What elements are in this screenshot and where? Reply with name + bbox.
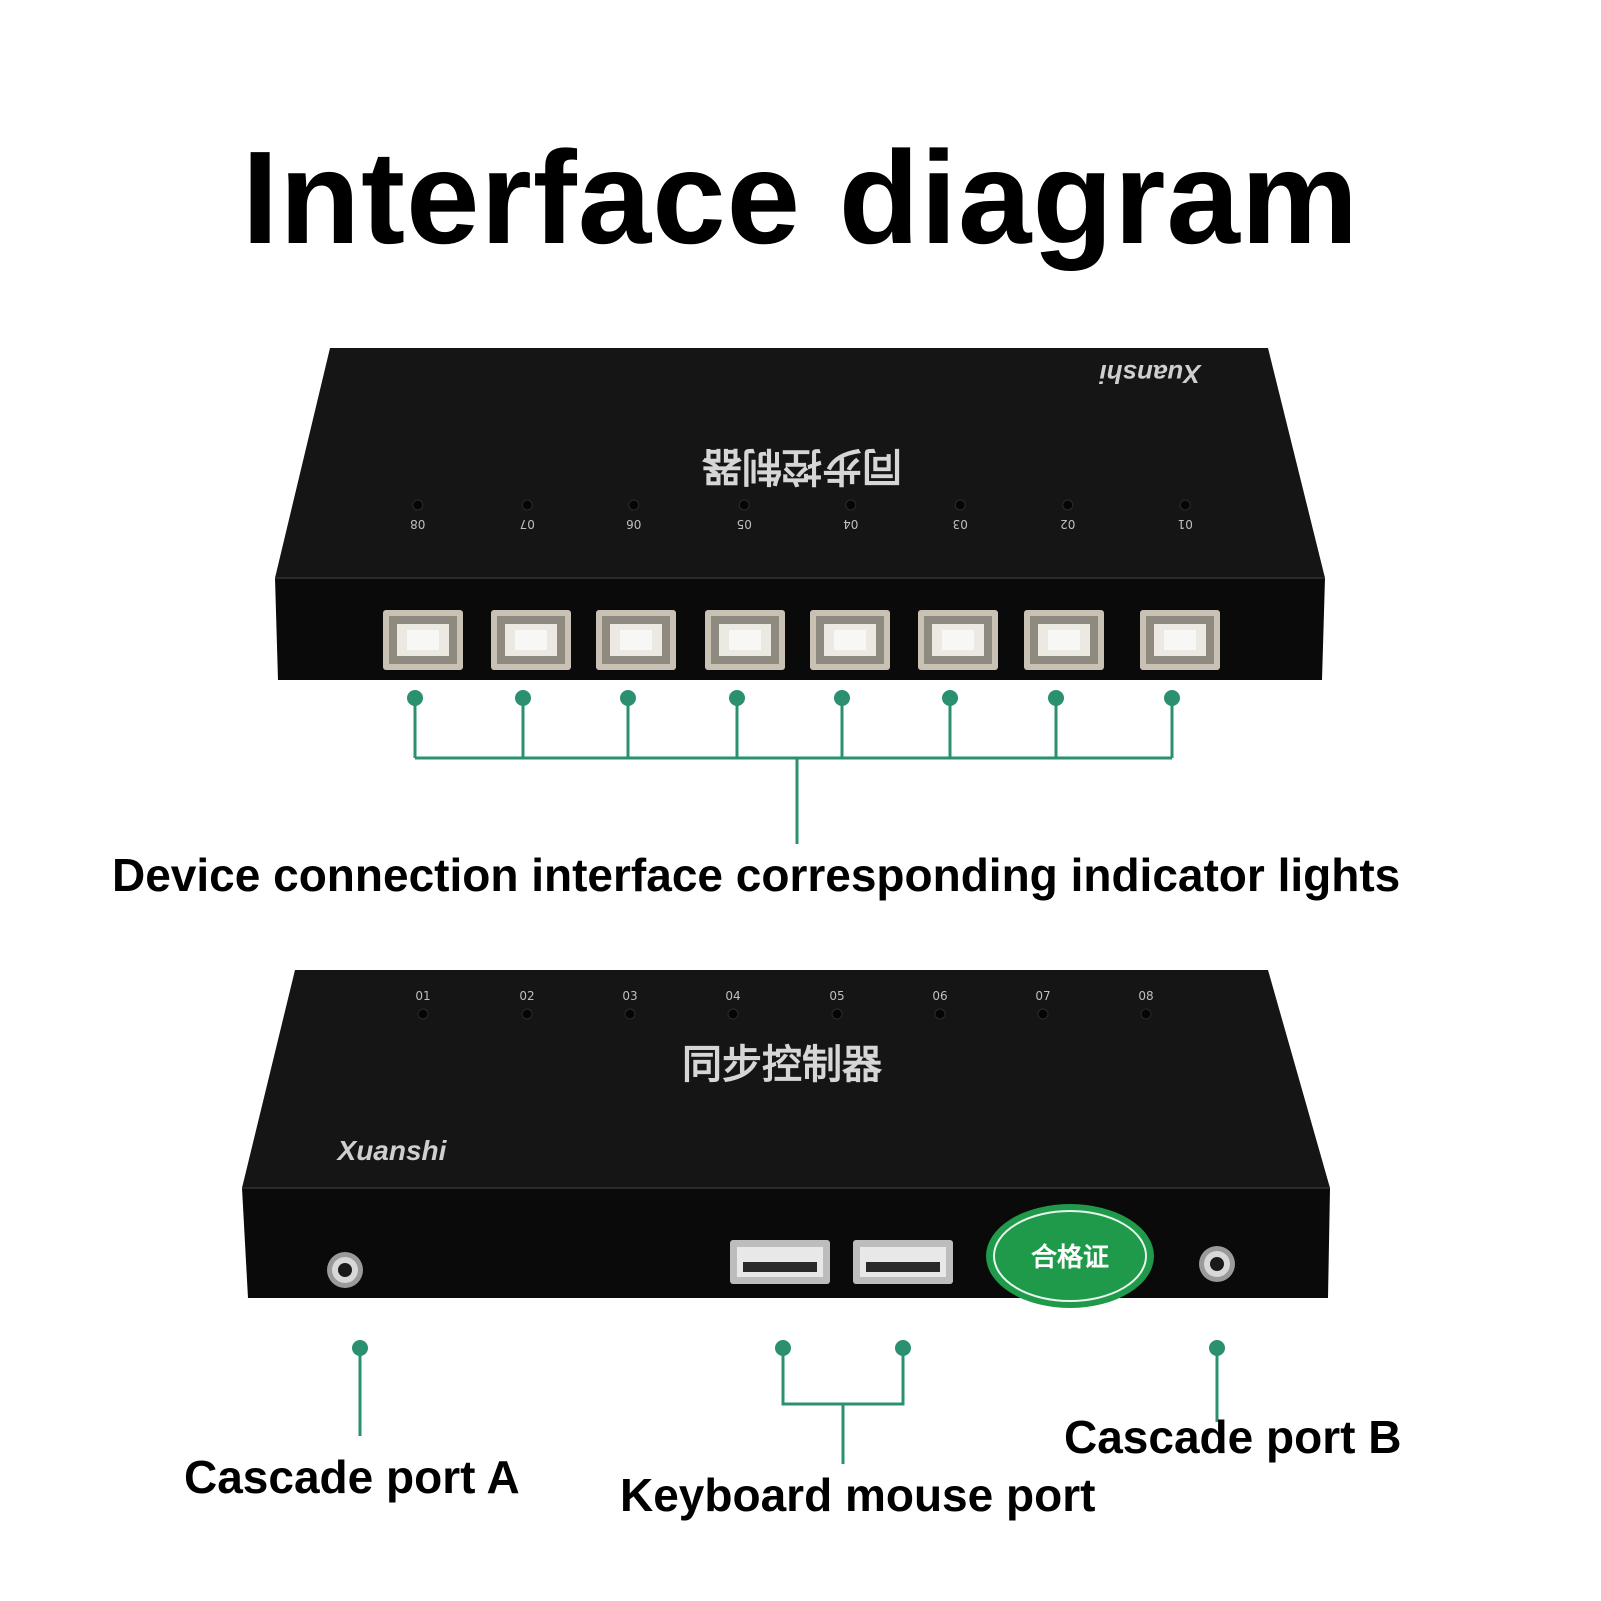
top-device: Xuanshi 同步控制器 08 07 06 05 04 03 02 01: [275, 348, 1325, 680]
cascade-port-a-jack: [327, 1252, 363, 1288]
top-indicator-light-5: [845, 499, 857, 511]
top-indicator-light-7: [1062, 499, 1074, 511]
bottom-indicator-light-8: [1140, 1008, 1152, 1020]
page-title: Interface diagram: [241, 124, 1360, 271]
cascade-port-b-callout: [1209, 1340, 1225, 1422]
top-indicator-lights: 08 07 06 05 04 03 02 01: [410, 499, 1193, 531]
keyboard-mouse-usb-a-port-2: [853, 1240, 953, 1284]
bottom-indicator-label-5: 05: [829, 989, 844, 1003]
top-indicator-label-5: 04: [843, 517, 858, 531]
bottom-indicator-label-4: 04: [725, 989, 740, 1003]
cascade-port-b-jack: [1199, 1246, 1235, 1282]
top-usb-b-port-8: [1140, 610, 1220, 670]
top-indicator-label-1: 08: [410, 517, 425, 531]
top-indicator-label-7: 02: [1060, 517, 1075, 531]
bottom-indicator-light-5: [831, 1008, 843, 1020]
top-usb-b-port-3: [596, 610, 676, 670]
bottom-indicator-light-3: [624, 1008, 636, 1020]
top-indicator-label-3: 06: [626, 517, 641, 531]
top-usb-b-port-2: [491, 610, 571, 670]
cascade-port-a-callout: [352, 1340, 368, 1436]
bottom-indicator-label-7: 07: [1035, 989, 1050, 1003]
cascade-port-b-label: Cascade port B: [1064, 1411, 1402, 1463]
top-indicator-light-1: [412, 499, 424, 511]
top-device-brand: Xuanshi: [1099, 359, 1203, 389]
top-indicator-label-4: 05: [737, 517, 752, 531]
bottom-indicator-label-2: 02: [519, 989, 534, 1003]
top-indicator-label-8: 01: [1178, 517, 1193, 531]
top-indicator-light-8: [1179, 499, 1191, 511]
top-device-model-text: 同步控制器: [701, 443, 902, 489]
top-usb-b-port-5: [810, 610, 890, 670]
certificate-sticker: 合格证: [986, 1204, 1154, 1308]
bottom-device-top-face: [242, 970, 1330, 1188]
cascade-port-a-label: Cascade port A: [184, 1451, 520, 1503]
top-indicator-light-3: [628, 499, 640, 511]
bottom-indicator-lights: 01 02 03 04 05 06 07 08: [415, 989, 1154, 1020]
top-indicator-light-4: [738, 499, 750, 511]
bottom-indicator-label-3: 03: [622, 989, 637, 1003]
bottom-indicator-label-8: 08: [1138, 989, 1153, 1003]
top-indicator-light-6: [954, 499, 966, 511]
bottom-indicator-light-4: [727, 1008, 739, 1020]
top-indicator-label-2: 07: [520, 517, 535, 531]
top-usb-b-port-6: [918, 610, 998, 670]
keyboard-mouse-usb-a-port-1: [730, 1240, 830, 1284]
bottom-indicator-label-1: 01: [415, 989, 430, 1003]
bottom-indicator-light-1: [417, 1008, 429, 1020]
bottom-device-brand: Xuanshi: [336, 1135, 448, 1166]
device-connection-callout: [407, 690, 1180, 844]
top-usb-b-port-1: [383, 610, 463, 670]
top-usb-b-port-7: [1024, 610, 1104, 670]
bottom-indicator-light-6: [934, 1008, 946, 1020]
keyboard-mouse-callout: [775, 1340, 911, 1464]
top-indicator-light-2: [521, 499, 533, 511]
keyboard-mouse-port-label: Keyboard mouse port: [620, 1469, 1096, 1521]
bottom-indicator-light-2: [521, 1008, 533, 1020]
top-usb-b-port-4: [705, 610, 785, 670]
bottom-device: 01 02 03 04 05 06 07 08 同步控制器 Xuanshi 合格证: [242, 970, 1330, 1308]
device-connection-label: Device connection interface correspondin…: [112, 849, 1401, 901]
top-device-top-face: [275, 348, 1325, 578]
top-indicator-label-6: 03: [953, 517, 968, 531]
top-usb-b-ports: [383, 610, 1220, 670]
bottom-indicator-label-6: 06: [932, 989, 947, 1003]
certificate-text: 合格证: [1031, 1242, 1109, 1273]
bottom-indicator-light-7: [1037, 1008, 1049, 1020]
bottom-device-model-text: 同步控制器: [682, 1042, 883, 1088]
